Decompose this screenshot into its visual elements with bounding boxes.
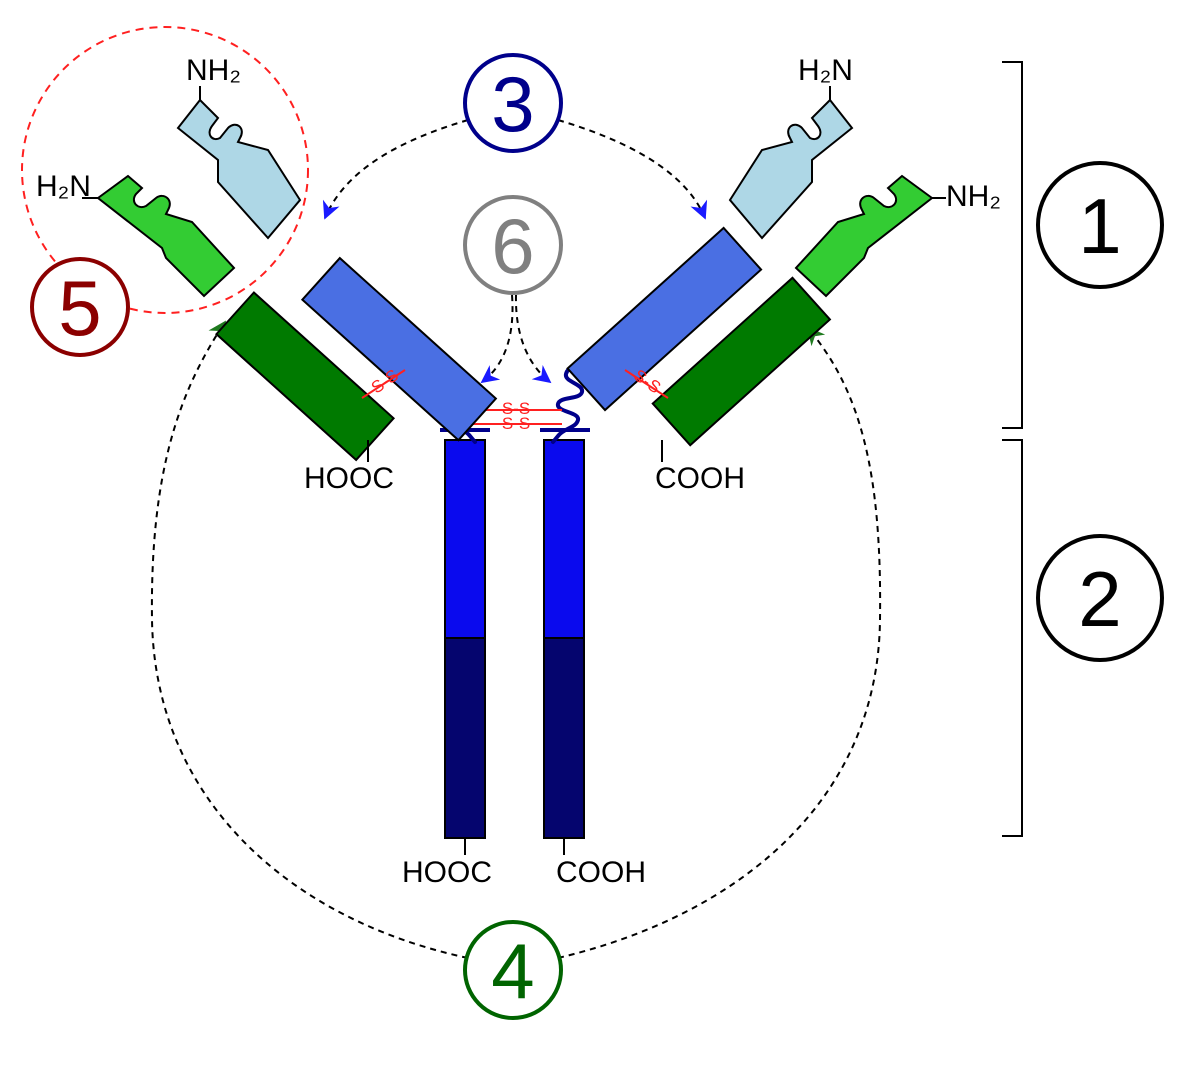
light-chain-right-variable xyxy=(794,174,934,298)
heavy-chain-left-ch1 xyxy=(300,256,498,442)
light-left-n-terminus-label: H₂N xyxy=(36,170,91,203)
heavy-chain-right-ch3 xyxy=(543,637,585,839)
light-right-c-terminus-label: COOH xyxy=(655,462,745,495)
callout-4-left-curve xyxy=(150,320,469,959)
callout-6-left-curve xyxy=(480,294,514,384)
heavy-right-n-terminus-label: H₂N xyxy=(798,54,853,87)
heavy-left-c-terminus-label: HOOC xyxy=(402,856,492,889)
light-chain-left-variable xyxy=(96,174,236,298)
right-arm-ss-line xyxy=(624,369,669,399)
callout-3-left-curve xyxy=(322,119,469,220)
callout-6: 6 xyxy=(463,195,563,295)
heavy-chain-left-ch2 xyxy=(444,439,486,639)
callout-3: 3 xyxy=(463,53,563,153)
callout-6-label: 6 xyxy=(491,202,534,290)
hinge-ss-label-2: S-S xyxy=(502,414,530,433)
hinge-right xyxy=(551,365,590,444)
heavy-chain-right-ch1 xyxy=(566,226,763,412)
heavy-chain-left-ch3 xyxy=(444,637,486,839)
callout-4-right-curve xyxy=(557,326,882,959)
callout-1: 1 xyxy=(1036,161,1164,289)
light-chain-left-constant xyxy=(215,291,396,462)
callout-6-right-curve xyxy=(514,294,552,384)
heavy-chain-right-ch2 xyxy=(543,439,585,639)
left-arm-ss-line xyxy=(361,369,406,399)
hinge-ss-label-1: S-S xyxy=(502,399,530,418)
callout-4: 4 xyxy=(463,920,563,1020)
light-chain-right-constant xyxy=(651,276,832,447)
callout-5: 5 xyxy=(30,257,130,357)
light-right-n-terminus-label: NH₂ xyxy=(946,180,1001,213)
callout-3-label: 3 xyxy=(491,60,534,148)
callout-4-label: 4 xyxy=(491,927,534,1015)
heavy-chain-right-variable xyxy=(728,98,854,240)
callout-2: 2 xyxy=(1036,534,1164,662)
heavy-chain-left-variable xyxy=(176,98,302,240)
heavy-left-n-terminus-label: NH₂ xyxy=(186,54,241,87)
callout-3-right-curve xyxy=(557,119,708,220)
heavy-right-c-terminus-label: COOH xyxy=(556,856,646,889)
light-left-c-terminus-label: HOOC xyxy=(304,462,394,495)
fc-region-bracket xyxy=(1002,439,1023,837)
fab-region-bracket xyxy=(1002,61,1023,429)
callout-2-label: 2 xyxy=(1078,555,1121,643)
callout-1-label: 1 xyxy=(1078,182,1121,270)
callout-5-label: 5 xyxy=(58,264,101,352)
antigen-binding-site-circle xyxy=(21,26,309,314)
